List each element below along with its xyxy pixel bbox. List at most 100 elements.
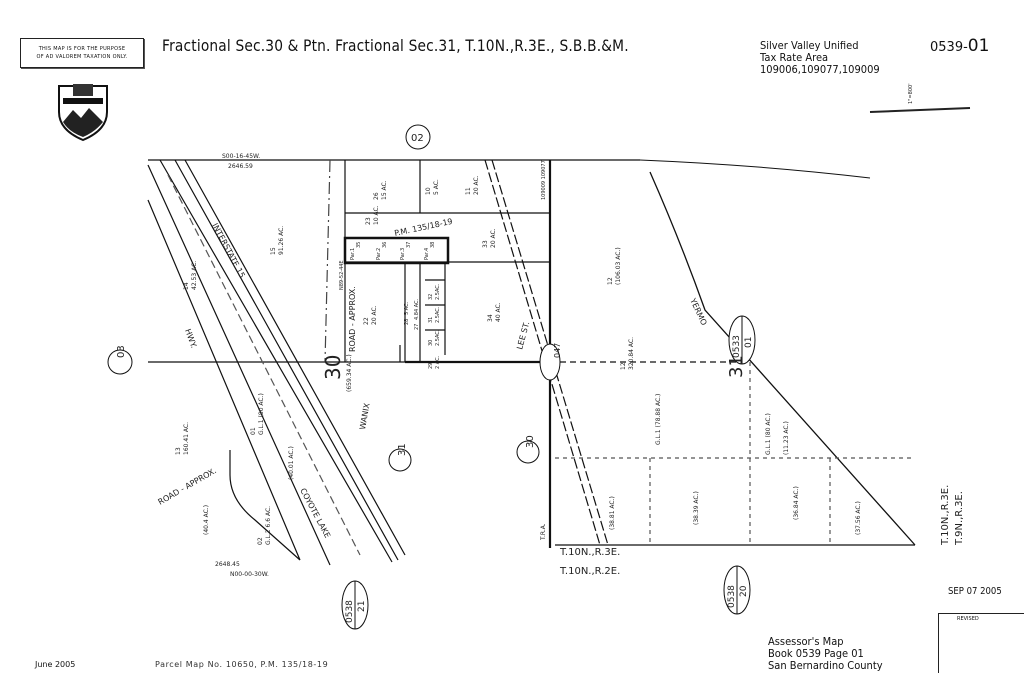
parcel-area: G.L.1 (78.88 AC.) [655,394,662,445]
parcel-id: 13 [175,447,182,455]
parcel-id: 01 [250,427,257,435]
title-line: San Bernardino County [768,659,883,672]
parcel-id: 35 [356,242,362,248]
parcel-area: 2.5AC. [435,329,441,346]
revised-label: REVISED [957,616,979,622]
bearing-label: N00-00-30W. [230,571,269,578]
parcel-id: 30 [428,340,434,346]
parcel-area: 5 AC. [404,301,410,315]
s-page: 20 [739,585,749,597]
parcel-area: (106.03 AC.) [615,247,622,285]
route-label: 047 [553,343,562,358]
title-line: Book 0539 Page 01 [768,647,864,660]
parcel-area: 320.84 AC. [628,337,635,370]
scale-bar: 1"=800' [869,83,971,113]
adjoining-north-label: 02 [411,133,424,144]
parcel-area: 20 AC. [473,175,480,195]
parcel-area: G.L.1 (80 AC.) [765,413,772,455]
parcel-id: 28 [404,319,410,325]
parcel-id: 32 [428,294,434,300]
parcel-id: 29 [428,363,434,369]
bearing-label: S00-16-45W. [222,153,260,160]
sw-page: 21 [357,601,367,612]
parcel-area: G.L.1 (80 AC.) [258,393,265,435]
parcel-map-reference: Parcel Map No. 10650, P.M. 135/18-19 [155,660,329,669]
section-31-label: 31 [397,443,408,456]
west-boundary [147,164,331,566]
map-book: 0539- [930,40,968,55]
disclaimer-line: OF AD VALOREM TAXATION ONLY. [36,54,128,60]
road-label: HWY. [183,328,198,350]
road-label: INTERSTATE 15 [210,222,246,280]
received-stamp: SEP 07 2005 [948,586,1002,597]
section-30-road-label: 30 [321,355,345,380]
adjoining-maps: 03 02 0533 01 0538 21 0538 20 [107,124,756,630]
pm-label: P.M. 135/18-19 [394,217,454,238]
parcel-area: 5 AC. [433,179,440,195]
parcel-area: 40 AC. [495,302,502,322]
disclaimer-line: THIS MAP IS FOR THE PURPOSE [38,46,126,52]
county-seal-icon [58,84,108,142]
parcel-id: 37 [406,242,412,248]
parcel-area: (38.81 AC.) [609,496,616,530]
road-label: LEE ST. [515,320,531,350]
tax-rate-area-label: Tax Rate Area [760,51,829,64]
par-label: Par.2 [376,248,382,260]
parcel-id: 34 [487,314,494,322]
parcel-id: 15 [270,247,277,255]
parcel-id: 26 [373,192,380,200]
parcel-area: (40.4 AC.) [203,505,210,535]
parcel-id: 33 [482,240,489,248]
tax-rate-areas: 109006,109077,109009 [760,63,880,76]
road-label: WANIX [358,402,372,430]
parcel-area: (36.84 AC.) [793,486,800,520]
small-parcels: Par.135 Par.236 Par.337 Par.438 [350,242,436,260]
road-label: ROAD - APPROX. [348,286,357,352]
parcel-area: (37.56 AC.) [855,501,862,535]
s-book: 0538 [727,585,737,608]
parcel-area: 15 AC. [381,180,388,200]
parcel-area: 4.84 AC. [414,298,420,320]
parcel-area: 20 AC. [371,305,378,325]
parcel-id: 02 [257,537,264,545]
parcel-area: 20 AC. [490,228,497,248]
east-book: 0533 [732,335,742,358]
parcel-id: 36 [382,242,388,248]
parcel-area: 2 AC. [435,355,441,369]
parcel-area: 10 AC. [373,205,380,225]
east-page: 01 [744,337,754,348]
map-title-block: Assessor's Map Book 0539 Page 01 San Ber… [768,636,883,672]
map-number: 0539-01 [930,36,989,56]
parcel-area: 42.53 AC. [191,261,198,290]
map-page: 01 [967,36,990,56]
parcel-area: 2.5AC. [435,283,441,300]
school-district: Silver Valley Unified [760,39,859,52]
bearing-label: N89-52-44E [339,260,345,290]
par-label: Par.4 [424,248,430,260]
parcel-area: G.L.2 6.6 AC. [265,506,272,545]
parcel-area: (659.34 AC.) [346,354,353,392]
distance-label: 2646.59 [228,163,253,170]
township-label: T.10N.,R.3E. [940,485,951,546]
parcel-area: 91.26 AC. [278,226,285,255]
adjoining-west-label: 03 [116,345,127,358]
footer-date: June 2005 [35,660,76,669]
disclaimer-box: THIS MAP IS FOR THE PURPOSE OF AD VALORE… [20,38,144,68]
parcel-id: 27 [414,324,420,330]
parcel-id: 31 [428,317,434,323]
distance-label: 2648.45 [215,561,240,568]
parcel-id: 38 [430,242,436,248]
map-title: Fractional Sec.30 & Ptn. Fractional Sec.… [162,36,629,55]
par-label: Par.3 [400,248,406,260]
section-31-corner-label: 31 [726,355,747,378]
parcel-area: (11.23 AC.) [783,421,790,455]
parcel-id: 12 [607,277,614,285]
parcel-id: 14 [183,282,190,290]
parcel-id: 10 [425,187,432,195]
parcel-id: 22 [363,317,370,325]
sw-book: 0538 [345,600,355,623]
road-label: ROAD - APPROX. [157,466,218,507]
revised-box: REVISED [938,613,1024,673]
